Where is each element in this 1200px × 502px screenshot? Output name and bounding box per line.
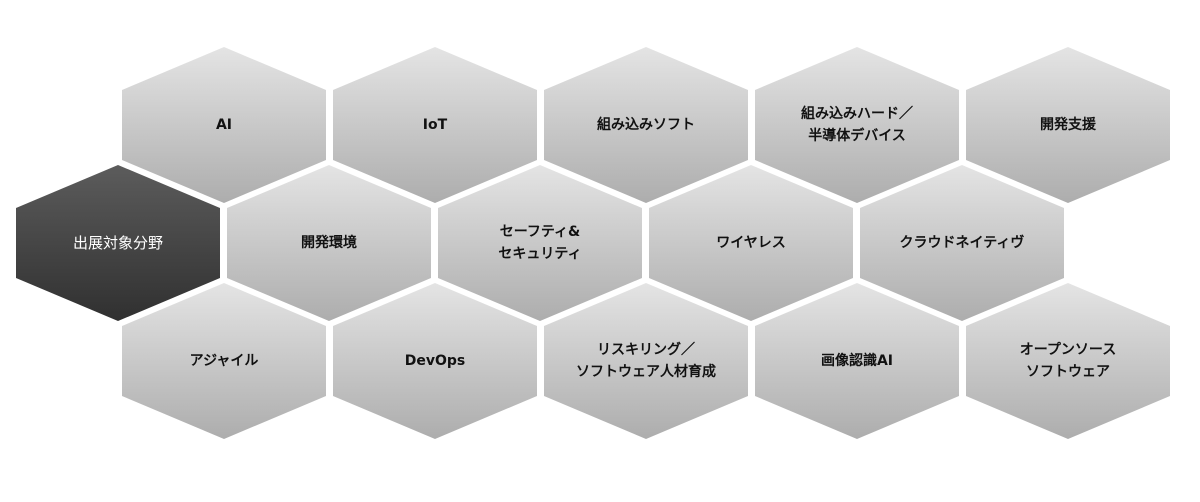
hex-category-tile — [544, 283, 748, 439]
hex-category-tile — [227, 165, 431, 321]
hex-category-label: DevOps — [340, 350, 530, 372]
hex-category-tile — [122, 47, 326, 203]
label-line: リスキリング／ — [597, 342, 695, 358]
hex-category-tile — [755, 283, 959, 439]
hex-category-label: 開発環境 — [234, 232, 424, 254]
label-line: 開発支援 — [1040, 117, 1096, 133]
label-line: IoT — [422, 117, 448, 133]
label-line: 開発環境 — [301, 235, 357, 251]
label-line: 出展対象分野 — [72, 234, 163, 252]
hex-category-tile — [544, 47, 748, 203]
label-line: ソフトウェア人材育成 — [576, 364, 716, 380]
hex-title-label: 出展対象分野 — [23, 232, 213, 254]
hex-category-label: 組み込みハード／ 半導体デバイス — [762, 103, 952, 147]
hex-category-label: リスキリング／ ソフトウェア人材育成 — [551, 339, 741, 383]
hex-category-label: 開発支援 — [973, 114, 1163, 136]
label-line: アジャイル — [189, 353, 259, 369]
label-line: 半導体デバイス — [808, 128, 906, 144]
hex-category-tile — [122, 283, 326, 439]
hex-category-label: 組み込みソフト — [551, 114, 741, 136]
hex-category-tile — [649, 165, 853, 321]
label-line: セーフティ& — [499, 224, 581, 240]
hex-category-label: ワイヤレス — [656, 232, 846, 254]
hex-category-label: クラウドネイティヴ — [867, 232, 1057, 254]
hex-category-tile — [966, 283, 1170, 439]
hex-category-tile — [333, 47, 537, 203]
label-line: AI — [215, 117, 233, 133]
hex-category-tile — [333, 283, 537, 439]
label-line: DevOps — [404, 353, 466, 369]
hex-category-label: IoT — [340, 114, 530, 136]
hex-title-tile — [16, 165, 220, 321]
label-line: 組み込みハード／ — [801, 106, 913, 122]
label-line: クラウドネイティヴ — [899, 235, 1025, 251]
hex-category-label: オープンソースソフトウェア — [973, 339, 1163, 383]
hex-category-label: AI — [129, 114, 319, 136]
hex-category-tile — [966, 47, 1170, 203]
hex-category-tile — [755, 47, 959, 203]
label-line: オープンソース — [1019, 342, 1117, 358]
hex-category-tile — [860, 165, 1064, 321]
label-line: セキュリティ — [498, 246, 582, 262]
label-line: ワイヤレス — [716, 235, 786, 251]
hex-category-label: 画像認識AI — [762, 350, 952, 372]
label-line: 組み込みソフト — [597, 117, 695, 133]
label-line: 画像認識AI — [820, 353, 894, 369]
hex-category-label: セーフティ&セキュリティ — [445, 221, 635, 265]
hex-category-tile — [438, 165, 642, 321]
hex-category-label: アジャイル — [129, 350, 319, 372]
label-line: ソフトウェア — [1026, 364, 1110, 380]
